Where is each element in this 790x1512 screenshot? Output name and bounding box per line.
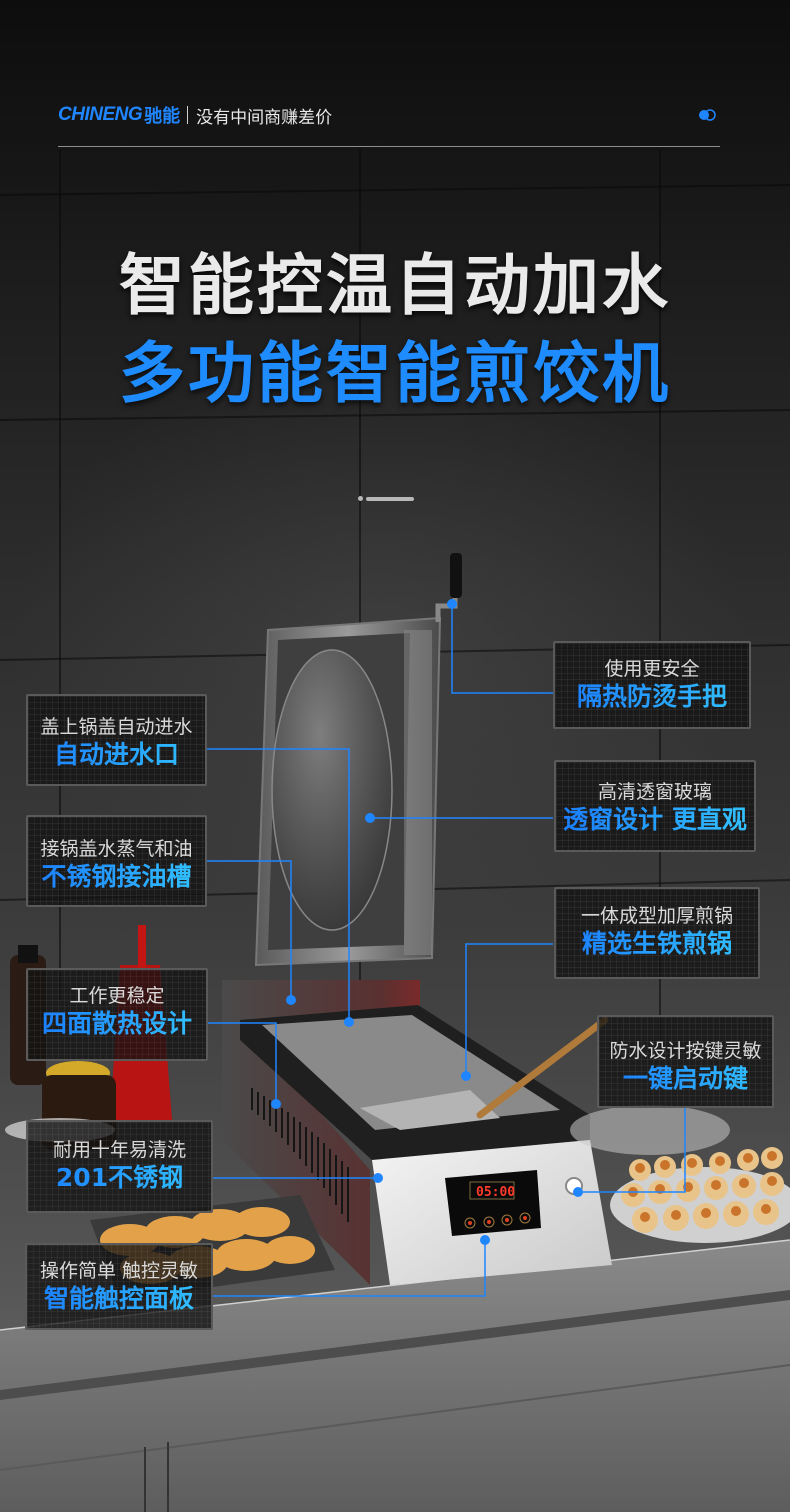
callout-sub: 工作更稳定 (69, 985, 165, 1007)
callout-sub: 高清透窗玻璃 (597, 781, 712, 803)
carousel-indicator[interactable] (358, 496, 414, 501)
brand-logo[interactable]: CHINENG (58, 104, 143, 125)
header-divider (58, 146, 720, 147)
callout-sub: 操作简单 触控灵敏 (39, 1260, 199, 1282)
callout-start-key: 防水设计按键灵敏 一键启动键 (597, 1015, 774, 1108)
indicator-dot[interactable] (358, 496, 363, 501)
callout-main: 智能触控面板 (27, 1283, 211, 1315)
callout-main: 四面散热设计 (28, 1008, 206, 1040)
callout-sub: 使用更安全 (604, 658, 700, 680)
rings-icon (699, 109, 716, 121)
brand-bar: CHINENG 驰能 没有中间商赚差价 (58, 100, 720, 130)
callout-sub: 防水设计按键灵敏 (609, 1040, 762, 1062)
headline-secondary: 多功能智能煎饺机 (119, 335, 671, 412)
callout-main: 自动进水口 (28, 739, 205, 771)
callout-pan: 一体成型加厚煎锅 精选生铁煎锅 (554, 887, 760, 979)
callout-main: 不锈钢接油槽 (28, 861, 205, 893)
callout-sub: 耐用十年易清洗 (52, 1139, 186, 1161)
headline-primary: 智能控温自动加水 (119, 247, 671, 324)
callout-sub: 接锅盖水蒸气和油 (40, 838, 193, 860)
brand-name-cn: 驰能 (144, 106, 181, 127)
callout-water-inlet: 盖上锅盖自动进水 自动进水口 (26, 694, 207, 786)
callout-heat: 工作更稳定 四面散热设计 (26, 968, 208, 1061)
callout-main: 透窗设计 更直观 (556, 804, 754, 836)
callout-steel: 耐用十年易清洗 201不锈钢 (26, 1120, 213, 1213)
callout-main: 201不锈钢 (28, 1162, 211, 1194)
callout-main: 一键启动键 (599, 1063, 772, 1095)
indicator-bar-active[interactable] (366, 496, 414, 501)
brand-separator (187, 106, 189, 124)
brand-slogan: 没有中间商赚差价 (196, 107, 333, 128)
callout-sub: 一体成型加厚煎锅 (580, 905, 733, 927)
callout-handle: 使用更安全 隔热防烫手把 (553, 641, 751, 729)
callout-panel: 操作简单 触控灵敏 智能触控面板 (25, 1243, 213, 1330)
callout-window: 高清透窗玻璃 透窗设计 更直观 (554, 760, 756, 852)
callout-main: 隔热防烫手把 (555, 681, 749, 713)
callout-sub: 盖上锅盖自动进水 (40, 716, 193, 738)
callout-oil-tray: 接锅盖水蒸气和油 不锈钢接油槽 (26, 815, 207, 907)
callout-main: 精选生铁煎锅 (556, 928, 758, 960)
